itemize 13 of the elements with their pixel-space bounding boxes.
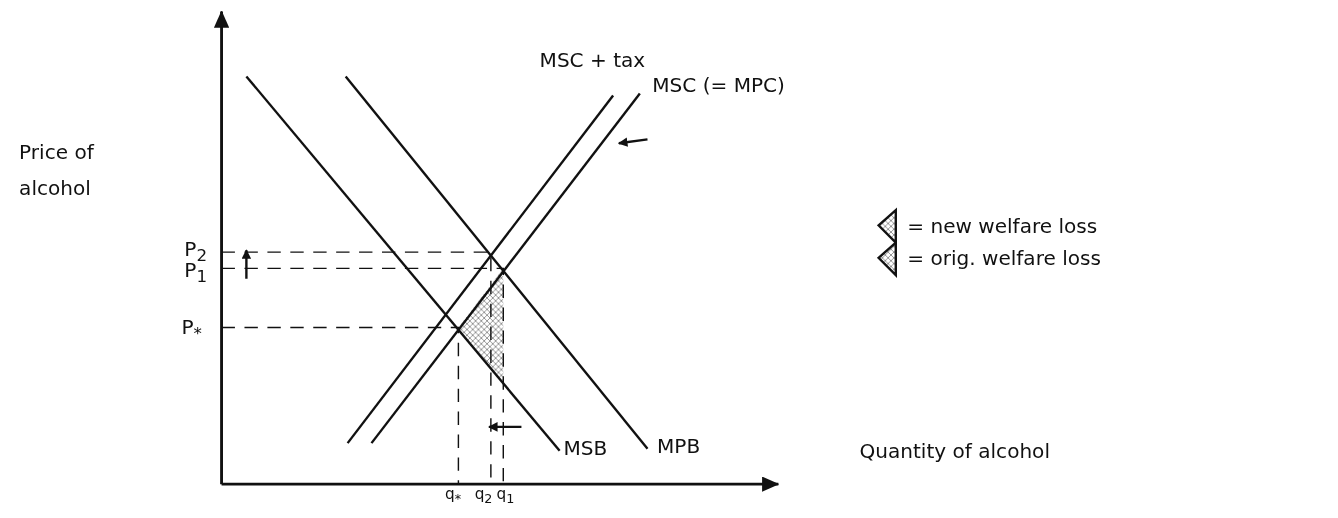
legend-text: = orig. welfare loss bbox=[907, 246, 1101, 272]
hatched-area bbox=[458, 268, 504, 382]
quantity-label: q$_{1}$ bbox=[496, 485, 515, 508]
axis-title: Quantity of alcohol bbox=[859, 439, 1050, 465]
curve-label: MSC (= MPC) bbox=[652, 72, 785, 98]
quantity-label: q$_{*}$ bbox=[445, 485, 462, 508]
quantity-label: q$_{2}$ bbox=[474, 485, 493, 508]
curve-label: MSC + tax bbox=[539, 47, 646, 73]
curve-label: MPB bbox=[657, 433, 701, 459]
price-label: P$_{*}$ bbox=[181, 315, 202, 345]
legend-text: = new welfare loss bbox=[907, 213, 1098, 239]
curve-label: MSB bbox=[563, 435, 608, 461]
axis-title: Price of alcohol bbox=[19, 139, 96, 202]
